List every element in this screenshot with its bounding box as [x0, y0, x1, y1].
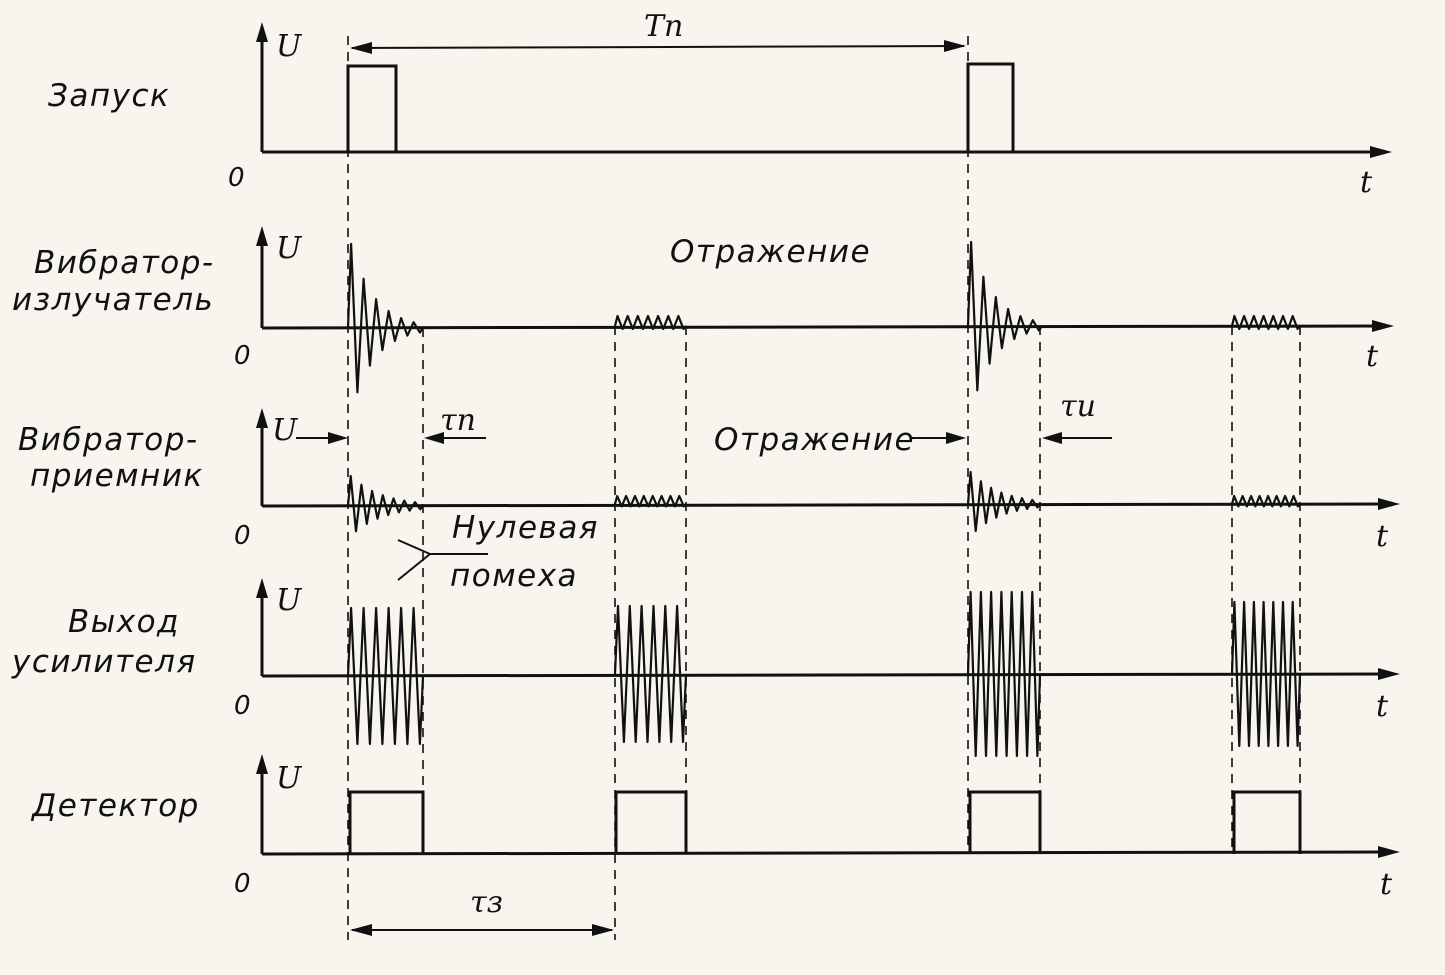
u-label-launch: U	[276, 29, 303, 64]
emitter-echo-2	[1230, 314, 1301, 331]
tau-z-arrow-right	[592, 924, 614, 936]
period-arrow-line	[351, 45, 965, 49]
tau-p-dimension	[296, 432, 486, 444]
tau-z-label: τз	[470, 885, 503, 920]
t-axis-arrow-amp	[1378, 668, 1400, 680]
emitter-waves	[346, 240, 1301, 394]
t-axis-arrow-receiver	[1378, 498, 1400, 510]
receiver-zero-noise-2	[966, 470, 1041, 533]
u-axis-arrow-launch	[256, 22, 268, 42]
emitter-echo-1	[613, 314, 687, 331]
u-axis-arrow-emitter	[256, 226, 268, 246]
period-arrow-left	[350, 42, 372, 54]
launch-pulses	[346, 62, 1015, 152]
row-label-detector: Детектор	[30, 788, 200, 824]
reflection-label-top: Отражение	[670, 234, 871, 270]
receiver-echo-1	[613, 494, 687, 508]
row-label-amp-1: Выход	[68, 604, 180, 640]
receiver-zero-noise-1	[346, 474, 424, 533]
period-dimension	[350, 40, 966, 54]
tau-z-dimension	[350, 924, 614, 936]
launch-pulse-2	[966, 62, 1015, 152]
u-axis-arrow-detector	[256, 754, 268, 774]
emitter-burst-2	[966, 240, 1043, 392]
detector-pulses	[348, 790, 1302, 854]
reflection-label-mid: Отражение	[714, 422, 915, 458]
zero-noise-label-1: Нулевая	[452, 510, 599, 546]
detector-pulse-3	[968, 790, 1042, 854]
amp-burst-2	[613, 604, 688, 744]
t-label-launch: t	[1360, 165, 1373, 200]
t-label-emitter: t	[1366, 339, 1379, 374]
tau-i-arrow-left-head	[946, 432, 966, 444]
u-label-detector: U	[276, 761, 303, 796]
u-axis-arrow-amp	[256, 578, 268, 598]
t-label-detector: t	[1380, 867, 1393, 902]
tau-i-label: τи	[1060, 389, 1096, 424]
row-label-launch: Запуск	[48, 78, 170, 114]
amp-burst-4	[1230, 600, 1302, 748]
launch-pulse-1	[346, 64, 398, 152]
receiver-echo-2	[1230, 494, 1301, 508]
period-label: Tп	[644, 9, 683, 44]
u-label-receiver: U	[272, 413, 299, 448]
t-axis-receiver	[261, 502, 1389, 508]
zero-noise-leader	[397, 539, 488, 581]
t-label-receiver: t	[1376, 519, 1389, 554]
tau-p-arrow-left-head	[328, 432, 348, 444]
u-label-emitter: U	[276, 231, 303, 266]
t-axis-arrow-emitter	[1372, 320, 1394, 332]
detector-pulse-4	[1232, 790, 1302, 854]
zero-label-receiver: 0	[234, 521, 251, 551]
tau-p-label: τп	[440, 403, 476, 438]
receiver-waves	[346, 470, 1301, 533]
tau-p-arrow-right-head	[424, 432, 444, 444]
tau-i-arrow-right-head	[1042, 432, 1062, 444]
detector-pulse-1	[348, 790, 425, 854]
row-label-emitter-1: Вибратор-	[34, 245, 215, 281]
tau-z-arrow-left	[350, 924, 372, 936]
zero-label-emitter: 0	[234, 341, 251, 371]
detector-pulse-2	[614, 790, 688, 854]
axes-horizontal	[261, 146, 1400, 858]
u-label-amp: U	[276, 583, 303, 618]
amp-waves	[346, 590, 1302, 758]
axes-vertical	[256, 22, 268, 854]
zero-label-amp: 0	[234, 691, 251, 721]
amp-burst-3	[966, 590, 1042, 758]
row-label-receiver-2: приемник	[30, 458, 204, 494]
row-label-amp-2: усилителя	[11, 644, 197, 680]
u-axis-arrow-receiver	[256, 408, 268, 428]
t-axis-emitter	[261, 324, 1383, 330]
dashed-guides	[347, 36, 1301, 940]
period-arrow-right	[944, 40, 966, 52]
leader-upper	[397, 539, 431, 555]
emitter-burst-1	[346, 242, 424, 394]
t-label-amp: t	[1376, 689, 1389, 724]
t-axis-arrow-launch	[1370, 146, 1392, 158]
t-axis-arrow-detector	[1378, 846, 1400, 858]
zero-label-detector: 0	[234, 869, 251, 899]
t-axis-detector	[261, 850, 1389, 856]
zero-label-launch: 0	[228, 163, 245, 193]
zero-noise-label-2: помеха	[450, 558, 578, 594]
leader-lower	[397, 553, 431, 581]
row-label-emitter-2: излучатель	[12, 282, 214, 318]
row-label-receiver-1: Вибратор-	[18, 422, 199, 458]
t-axis-amp	[261, 672, 1389, 678]
amp-burst-1	[346, 606, 425, 746]
tau-i-dimension	[912, 432, 1112, 444]
